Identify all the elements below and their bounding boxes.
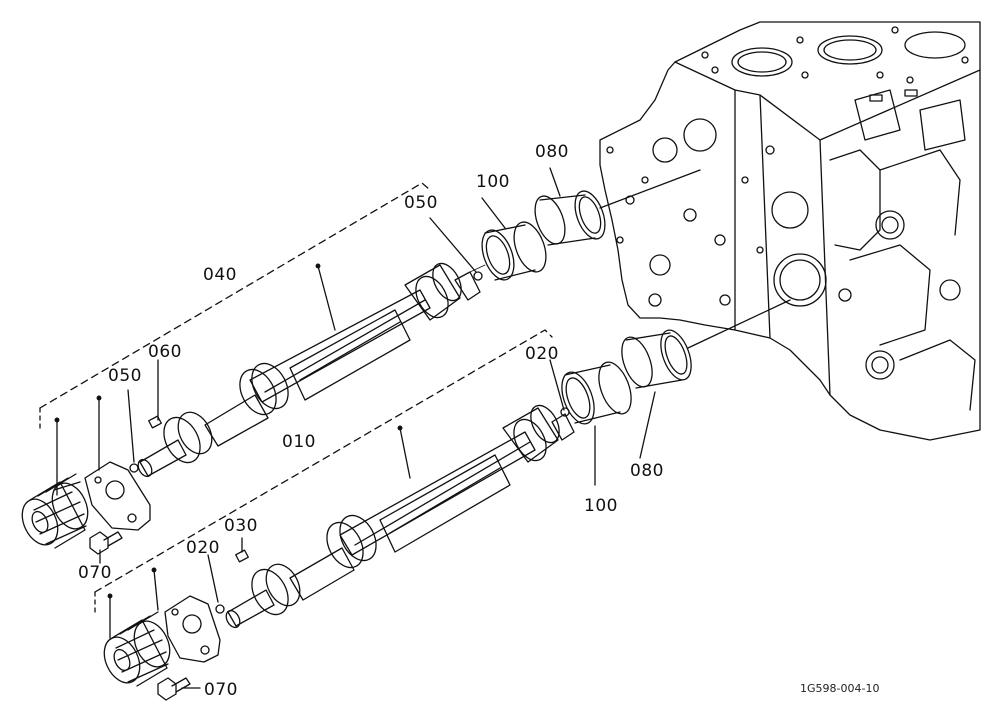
bolt-070-upper xyxy=(90,532,122,554)
balancer-shaft-upper xyxy=(135,259,480,479)
callout-070-bottom: 070 xyxy=(204,680,238,700)
thrust-plate-lower xyxy=(165,596,220,662)
bushing-100-lower xyxy=(556,358,638,428)
callout-040: 040 xyxy=(203,265,237,285)
callout-100-top: 100 xyxy=(476,172,510,192)
callout-030: 030 xyxy=(224,516,258,536)
bushing-080-upper xyxy=(529,187,611,248)
bushing-080-lower xyxy=(616,326,697,391)
balancer-shaft-lower xyxy=(223,401,574,630)
assembly-bracket-040 xyxy=(40,183,430,408)
callout-080-top: 080 xyxy=(535,142,569,162)
callout-100-bottom: 100 xyxy=(584,496,618,516)
steel-ball-020 xyxy=(216,605,224,613)
drawing-code: 1G598-004-10 xyxy=(800,682,880,695)
assembly-bracket-010 xyxy=(95,330,552,592)
callout-080-bottom: 080 xyxy=(630,461,664,481)
callout-010: 010 xyxy=(282,432,316,452)
callout-050-left: 050 xyxy=(108,366,142,386)
callout-060: 060 xyxy=(148,342,182,362)
steel-ball-050 xyxy=(130,464,138,472)
callout-070-top: 070 xyxy=(78,563,112,583)
thrust-plate-upper xyxy=(85,462,150,530)
bolt-070-lower xyxy=(158,678,190,700)
bushing-100-upper xyxy=(476,218,552,284)
gear-upper xyxy=(15,474,94,551)
callout-020-bottom: 020 xyxy=(186,538,220,558)
gear-lower xyxy=(97,612,176,689)
crankcase-block xyxy=(600,22,980,440)
callout-020-mid: 020 xyxy=(525,344,559,364)
callout-050-top: 050 xyxy=(404,193,438,213)
